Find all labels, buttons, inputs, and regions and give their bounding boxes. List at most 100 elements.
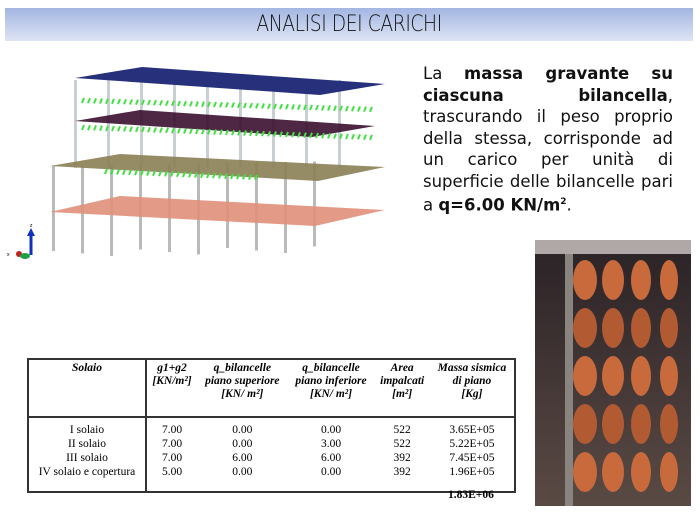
table-cell: 6.00 xyxy=(232,452,253,464)
load-arrow xyxy=(201,128,205,135)
load-arrow xyxy=(153,127,157,133)
load-arrow xyxy=(110,168,114,175)
table-cell: 0.00 xyxy=(232,424,253,436)
load-arrow xyxy=(177,127,181,134)
load-arrow xyxy=(219,129,223,136)
load-arrow xyxy=(219,101,223,108)
header-line: [Kg] xyxy=(461,388,483,400)
load-arrow xyxy=(201,101,205,108)
load-arrow xyxy=(231,102,235,108)
load-arrow xyxy=(333,105,337,112)
load-arrow xyxy=(147,126,151,133)
load-arrow xyxy=(189,128,193,135)
load-arrow xyxy=(225,129,229,136)
description-paragraph: La massa gravante su ciascuna bilancella… xyxy=(423,63,673,216)
load-arrow xyxy=(236,173,240,180)
axis-x-label: x xyxy=(7,252,10,258)
load-arrow xyxy=(99,98,103,104)
load-arrow xyxy=(267,103,271,110)
axis-z-label: z xyxy=(30,223,33,229)
load-arrow xyxy=(254,174,258,181)
load-arrow xyxy=(261,130,265,137)
ham xyxy=(660,404,678,444)
load-arrow xyxy=(315,104,319,111)
header-line: [KN/ m²] xyxy=(221,388,264,400)
table-cell: 7.00 xyxy=(161,424,183,436)
load-arrow xyxy=(273,131,277,137)
axis-triad-icon: z x xyxy=(7,223,35,259)
load-arrow xyxy=(248,174,252,180)
header-line: di piano xyxy=(452,375,492,387)
load-arrow xyxy=(188,171,192,178)
load-arrow xyxy=(315,132,319,139)
load-arrow xyxy=(176,171,180,178)
load-arrow xyxy=(116,169,120,175)
load-arrow xyxy=(207,128,211,135)
load-arrow xyxy=(140,170,144,176)
header-line: Area xyxy=(390,362,414,374)
load-arrow xyxy=(171,100,175,107)
load-arrow xyxy=(291,104,295,110)
ham xyxy=(660,356,678,396)
table-cell: 7.45E+05 xyxy=(449,452,495,464)
load-arrow xyxy=(159,127,163,134)
load-arrow xyxy=(171,127,175,134)
load-arrow xyxy=(231,129,235,136)
table-cell: 392 xyxy=(393,466,411,478)
load-arrow xyxy=(267,130,271,137)
load-arrow xyxy=(195,128,199,135)
text: . xyxy=(566,195,572,215)
slab-roof xyxy=(75,67,385,95)
load-arrow xyxy=(111,98,115,105)
header-line: [KN/m²] xyxy=(152,375,192,387)
load-arrow xyxy=(285,131,289,138)
column xyxy=(74,80,77,168)
load-arrow xyxy=(279,103,283,110)
load-arrow xyxy=(117,98,121,105)
load-arrow xyxy=(206,172,210,179)
load-arrow xyxy=(123,98,127,105)
ham xyxy=(631,260,651,300)
load-arrow xyxy=(303,104,307,111)
table-cell: 0.00 xyxy=(320,424,342,436)
structural-model-3d: z x xyxy=(7,67,385,259)
load-arrow xyxy=(122,169,126,176)
load-arrow xyxy=(195,101,199,107)
load-arrow xyxy=(105,125,109,132)
load-value: q=6.00 KN/m xyxy=(438,195,561,215)
load-arrow xyxy=(363,106,367,113)
load-arrow xyxy=(105,98,109,105)
table-cell: 7.00 xyxy=(161,438,183,450)
ham xyxy=(602,452,624,492)
load-arrow xyxy=(369,134,373,141)
load-arrow xyxy=(183,100,187,107)
header-line: [m²] xyxy=(392,388,413,400)
header-line: q_bilancelle xyxy=(213,362,272,374)
load-arrow xyxy=(321,132,325,139)
load-arrow xyxy=(128,169,132,176)
table-cell: 5.00 xyxy=(161,466,183,478)
slab-first xyxy=(50,154,385,181)
load-arrow xyxy=(225,102,229,108)
load-arrow xyxy=(87,124,91,131)
table-cell: 7.00 xyxy=(161,452,183,464)
load-arrow xyxy=(327,133,331,139)
superscript: 2 xyxy=(560,197,567,207)
load-arrow xyxy=(243,102,247,109)
load-arrow xyxy=(99,125,103,131)
ham xyxy=(602,308,624,348)
load-arrow xyxy=(333,133,337,139)
bold-text: massa gravante su ciascuna bilancella xyxy=(423,64,673,105)
table-cell: 6.00 xyxy=(320,452,342,464)
table-cell: 0.00 xyxy=(232,438,253,450)
load-arrow xyxy=(164,170,168,177)
column-header: g1+g2[KN/m²] xyxy=(146,359,198,418)
load-arrow xyxy=(327,105,331,111)
load-arrow xyxy=(255,130,259,137)
load-arrow xyxy=(129,126,133,133)
load-arrow xyxy=(224,173,228,180)
load-arrow xyxy=(165,100,169,106)
